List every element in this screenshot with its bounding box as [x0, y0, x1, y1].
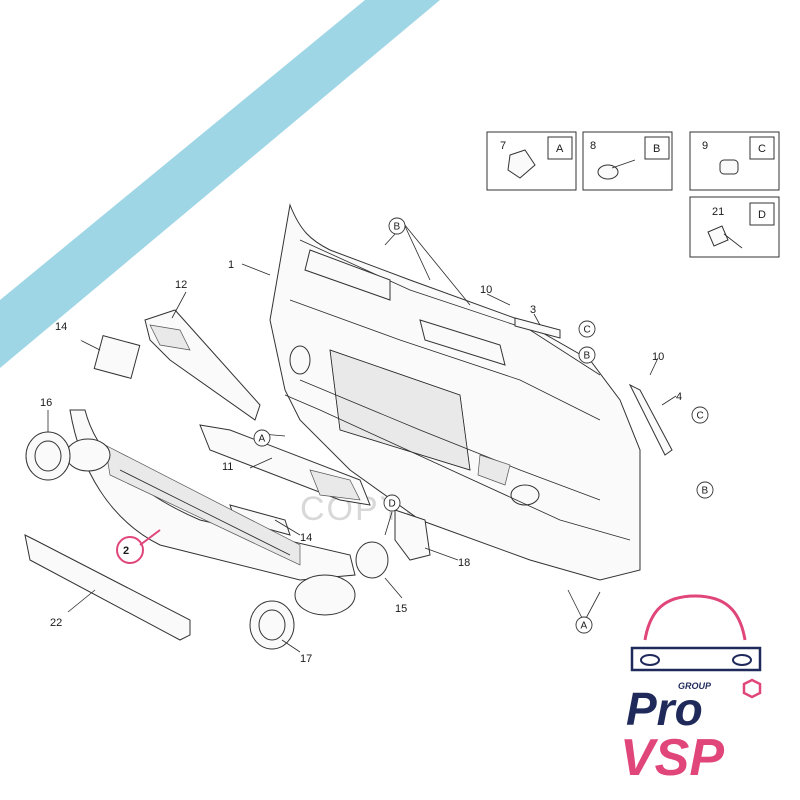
legend-7-a: 7 A	[486, 131, 577, 191]
provsp-logo: GROUP Pro VSP	[620, 594, 762, 787]
callout-10a: 10	[480, 284, 492, 296]
legend-c-letter: C	[758, 143, 766, 155]
fog-ring-16-inner	[34, 440, 62, 472]
lower-grille	[65, 409, 356, 616]
circle-d-mid: D	[389, 499, 396, 510]
callout-11: 11	[222, 461, 233, 473]
legend-8-b: 8 B	[582, 131, 673, 191]
bracket-3	[514, 317, 561, 339]
circle-c-mid4: C	[697, 411, 704, 422]
circle-labels: B B B C C A A D	[253, 217, 714, 634]
legend-21-d: 21 D	[689, 196, 780, 258]
trim-strip-22	[24, 534, 191, 641]
logo-group-text: GROUP	[678, 681, 712, 691]
callout-15: 15	[395, 603, 407, 615]
legend-21-number: 21	[712, 206, 724, 218]
legend-a-letter: A	[556, 143, 564, 155]
clip-icon	[507, 149, 536, 179]
legend-7-number: 7	[500, 140, 506, 152]
bracket-18	[394, 509, 431, 561]
fog-ring-17-inner	[258, 609, 286, 641]
circle-c-mid3: C	[584, 325, 591, 336]
callout-22: 22	[50, 617, 62, 629]
callout-10b: 10	[652, 351, 664, 363]
logo-hex-icon	[742, 678, 762, 699]
logo-pro-text: Pro	[626, 683, 703, 735]
circle-a-bottom: A	[581, 621, 588, 632]
circle-b-mid3: B	[584, 351, 591, 362]
fog-lamp-15	[355, 541, 389, 579]
leader-lines	[47, 223, 677, 653]
legend-b-letter: B	[653, 143, 660, 155]
clip-14	[93, 335, 141, 379]
push-pin-icon	[597, 164, 619, 180]
legend-d-letter: D	[758, 209, 766, 221]
callout-3: 3	[530, 304, 536, 316]
highlight-ring-2	[116, 536, 144, 564]
callout-2: 2	[123, 545, 129, 557]
callout-12: 12	[175, 279, 187, 291]
rivet-icon	[707, 225, 729, 247]
circle-b-top: B	[394, 222, 401, 233]
circle-a-left: A	[259, 434, 266, 445]
callout-16: 16	[40, 397, 52, 409]
callout-14b: 14	[300, 532, 312, 544]
callout-1: 1	[228, 259, 234, 271]
logo-vsp-text: VSP	[620, 729, 724, 787]
bumper-cover	[269, 203, 641, 581]
circle-b-mid4: B	[702, 486, 709, 497]
banner-band	[0, 0, 440, 368]
callout-14a: 14	[55, 321, 67, 333]
legend-8-number: 8	[590, 140, 596, 152]
callout-18: 18	[458, 557, 470, 569]
grommet-icon	[719, 159, 739, 175]
highlight-leader-2	[139, 529, 161, 546]
logo-car-roof-icon	[643, 594, 747, 641]
legend-9-number: 9	[702, 140, 708, 152]
logo-car-body-icon	[630, 646, 762, 672]
bracket-4	[628, 383, 673, 456]
legend-9-c: 9 C	[689, 131, 780, 191]
bracket-11	[199, 424, 371, 506]
callout-17: 17	[300, 653, 312, 665]
bracket-12	[144, 309, 261, 421]
callout-4: 4	[676, 391, 682, 403]
